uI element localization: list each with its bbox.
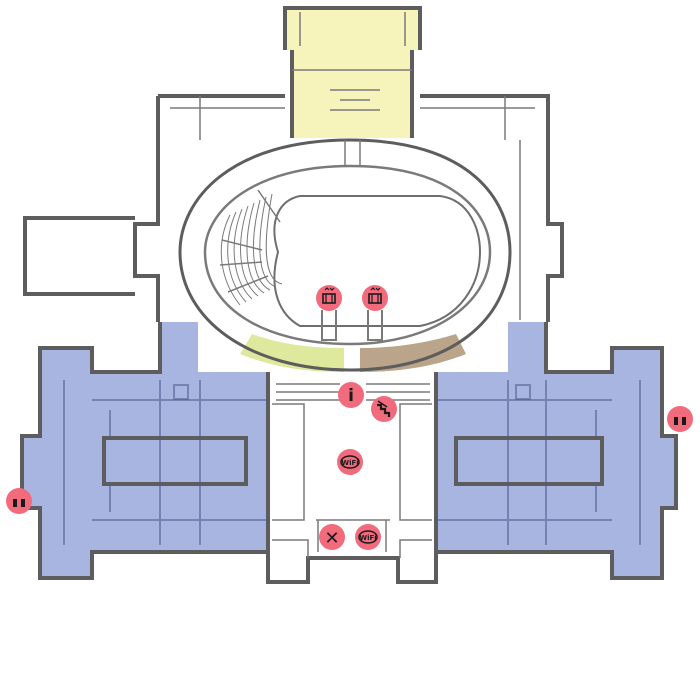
arena-seating (220, 193, 283, 306)
restaurant-icon[interactable]: ✕ (319, 524, 345, 550)
wifi-icon[interactable]: WiFi (355, 524, 381, 550)
arena (178, 138, 512, 372)
southwest-sector-zone[interactable] (240, 334, 344, 372)
restaurant-glyph: ✕ (324, 528, 339, 549)
wing-partitions (63, 380, 641, 545)
restroom-icon[interactable] (6, 488, 32, 514)
west-annex-outline (23, 216, 135, 296)
west-courtyard (102, 436, 248, 486)
wifi-glyph: WiFi (341, 459, 358, 467)
north-block-zone[interactable] (285, 8, 420, 138)
arena-inner-ring (203, 164, 492, 346)
stairs-icon[interactable] (371, 396, 397, 422)
west-wing-zone[interactable] (22, 322, 268, 578)
arena-outer-ring (178, 138, 512, 372)
elevator-icon[interactable] (362, 285, 388, 311)
hall-inner-rooms (272, 403, 432, 558)
info-icon[interactable]: i (338, 382, 364, 408)
entrance-hall-outline (266, 372, 438, 584)
wifi-glyph: WiFi (359, 534, 376, 542)
west-wing-outline (20, 322, 268, 580)
walls (20, 6, 678, 584)
poi-markers: i WiFi ✕ WiFi (6, 285, 693, 550)
east-wing-zone[interactable] (436, 322, 676, 578)
info-glyph: i (348, 386, 354, 406)
east-wing-outline (436, 322, 678, 580)
elevator-icon[interactable] (316, 285, 342, 311)
central-outline (133, 94, 564, 322)
southeast-sector-zone[interactable] (360, 334, 466, 372)
east-courtyard (454, 436, 604, 486)
zones (22, 8, 676, 578)
wifi-icon[interactable]: WiFi (337, 449, 363, 475)
restroom-icon[interactable] (667, 406, 693, 432)
north-block-outline (283, 6, 422, 138)
corridor-details (170, 12, 535, 401)
